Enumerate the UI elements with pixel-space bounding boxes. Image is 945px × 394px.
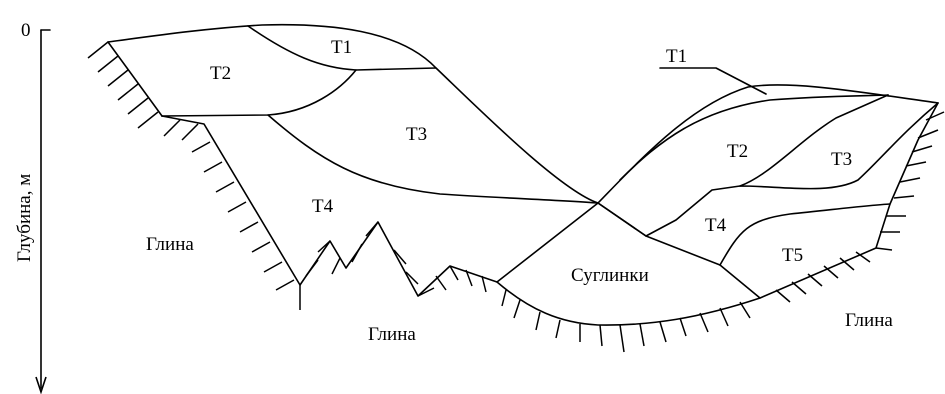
boundary-t2-t3-right bbox=[739, 94, 889, 187]
label-t5-right: T5 bbox=[782, 245, 803, 266]
ground-surface-left bbox=[107, 23, 599, 204]
label-clay-bottom: Глина bbox=[368, 324, 416, 345]
label-t4-right: T4 bbox=[705, 215, 727, 236]
clay-hatching bbox=[87, 41, 945, 353]
boundary-t1-t2-right bbox=[619, 94, 889, 181]
boundary-t2-t4-right bbox=[645, 102, 939, 237]
label-t2-right: T2 bbox=[727, 141, 748, 162]
label-clay-right: Глина bbox=[845, 310, 893, 331]
label-clay-left: Глина bbox=[146, 234, 194, 255]
depth-axis-arrow-icon bbox=[35, 376, 47, 394]
depth-axis: 0 Глубина, м bbox=[14, 20, 51, 394]
boundary-t1-t2-left bbox=[247, 25, 437, 71]
boundary-t4-t5-right bbox=[719, 203, 891, 266]
label-t1-right: T1 bbox=[666, 46, 687, 67]
boundary-t3-t4-left bbox=[267, 114, 599, 204]
boundary-t4-clay-left bbox=[161, 115, 498, 297]
label-t1-left: T1 bbox=[331, 37, 352, 58]
right-edge bbox=[759, 102, 939, 299]
valley-divider bbox=[597, 202, 647, 237]
ground-surface-right bbox=[597, 84, 939, 204]
boundary-t2-t3-left bbox=[161, 69, 357, 117]
label-t3-left: T3 bbox=[406, 124, 427, 145]
depth-axis-title: Глубина, м bbox=[14, 174, 35, 262]
t1-right-leader bbox=[659, 67, 767, 95]
label-t2-left: T2 bbox=[210, 63, 231, 84]
label-t3-right: T3 bbox=[831, 149, 852, 170]
left-edge bbox=[107, 41, 163, 117]
label-loam: Суглинки bbox=[571, 265, 649, 286]
layer-labels: T1 T2 T3 T4 T1 T2 T3 T4 T5 Суглинки Глин… bbox=[146, 37, 893, 345]
section-lines bbox=[107, 23, 939, 326]
depth-axis-zero-label: 0 bbox=[21, 20, 31, 41]
label-t4-left: T4 bbox=[312, 196, 334, 217]
